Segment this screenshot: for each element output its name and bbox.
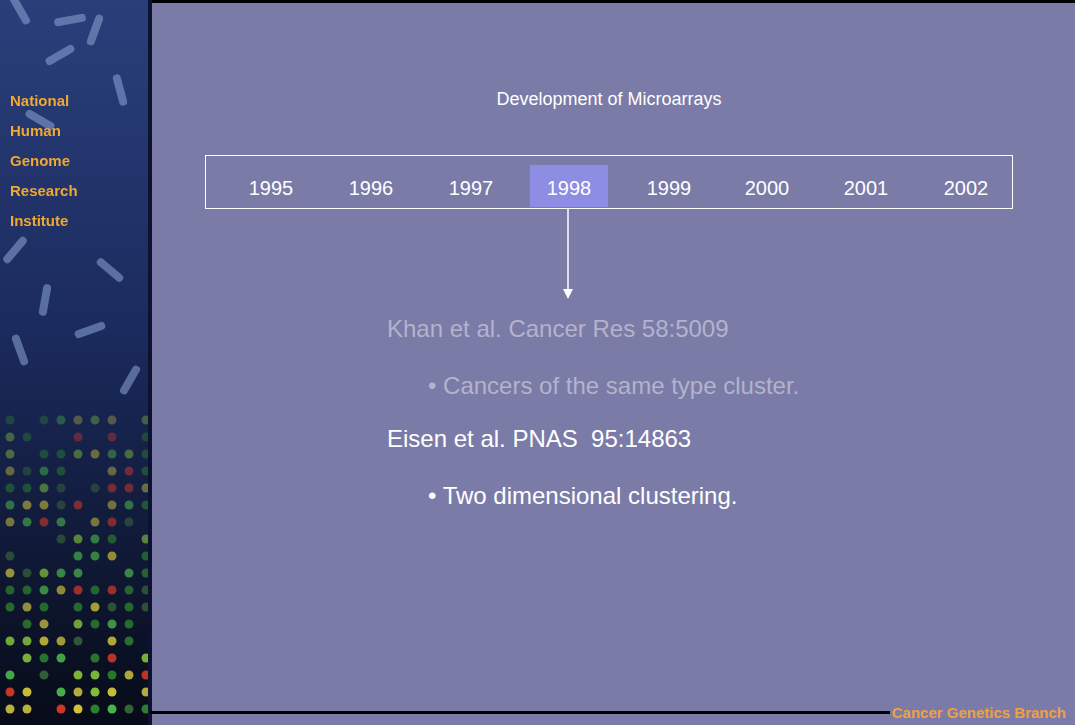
year-label: 2002 [944,177,989,200]
institute-name: National Human Genome Research Institute [10,86,70,236]
footer-rule [150,711,910,714]
sidebar [0,0,150,725]
citation: Eisen et al. PNAS 95:14863 [387,425,691,453]
highlight-year: 1998 [530,165,608,207]
footer-branch: Cancer Genetics Branch [890,704,1068,721]
bullet-note: • Cancers of the same type cluster. [428,372,799,400]
chromosome-shapes [2,0,142,396]
slide-title: Development of Microarrays [496,89,721,110]
arrow-head [563,289,573,299]
leader-arrow [567,209,569,290]
year-label: 1999 [647,177,692,200]
year-label: 1995 [249,177,294,200]
microarray-dots [6,416,151,714]
year-label: 1996 [349,177,394,200]
year-label: 2000 [745,177,790,200]
year-label: 1997 [449,177,494,200]
year-label: 2001 [844,177,889,200]
citation: Khan et al. Cancer Res 58:5009 [387,315,729,343]
timeline-box: 1998 1995 1996 1997 1999 2000 2001 2002 [205,155,1013,209]
top-rule [0,0,1075,3]
bullet-note: • Two dimensional clustering. [428,482,737,510]
year-label: 1998 [547,177,592,200]
sidebar-edge [148,0,152,725]
